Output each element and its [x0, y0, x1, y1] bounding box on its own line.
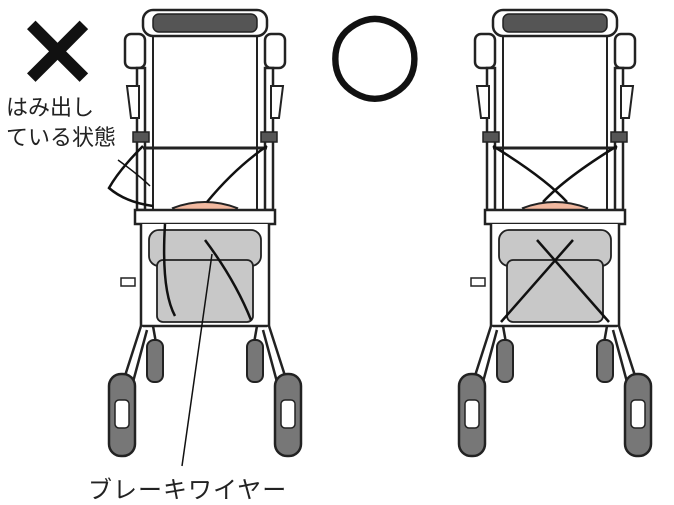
sticking-out-annotation: はみ出し ている状態 — [6, 94, 116, 154]
annotation-line-2: ている状態 — [6, 126, 117, 151]
incorrect-mark-icon: × — [14, 0, 101, 109]
brake-wire-leader-line — [181, 253, 213, 467]
walker-incorrect — [107, 8, 303, 458]
annotation-leader-line — [117, 159, 151, 187]
annotation-line-1: はみ出し — [6, 96, 95, 121]
brake-wire-label: ブレーキワイヤー — [88, 476, 288, 504]
walker-correct — [457, 8, 653, 458]
correct-mark-icon: ○ — [326, 0, 424, 115]
